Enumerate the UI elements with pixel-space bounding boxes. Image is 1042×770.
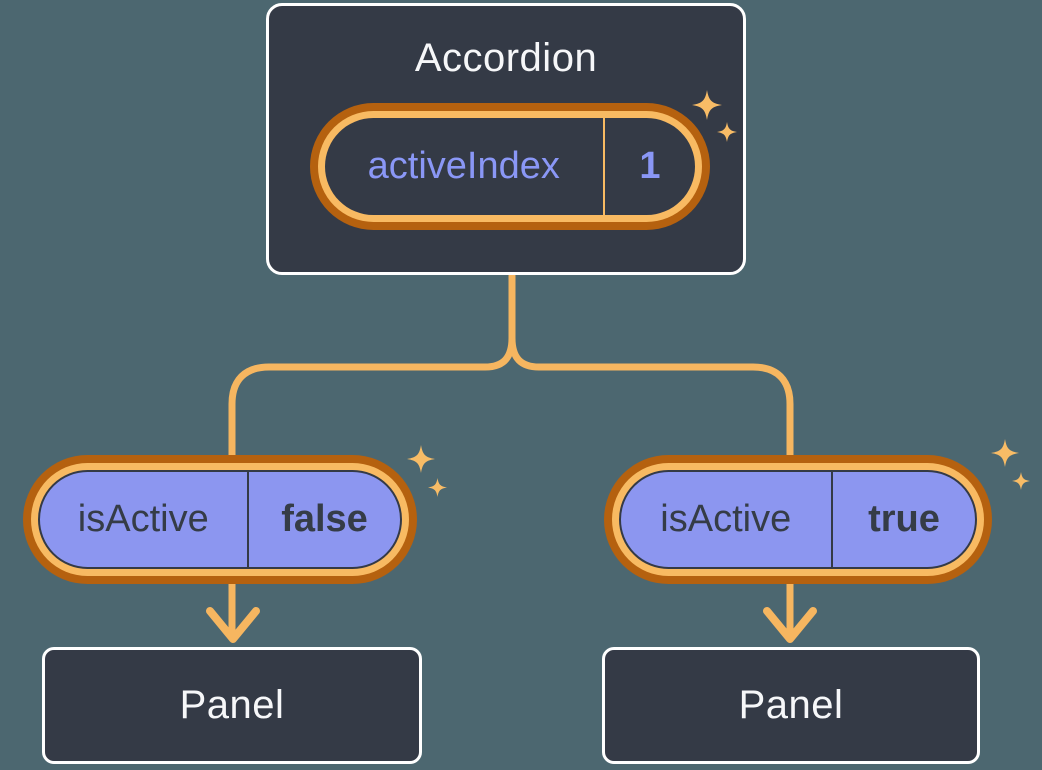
arrow-down-icon (763, 607, 817, 643)
sparkle-icon (428, 478, 447, 497)
connector-right-branch (508, 272, 794, 636)
prop-pill-isactive-false: isActive false (23, 455, 417, 584)
state-pill-activeindex: activeIndex 1 (310, 103, 710, 230)
pill-body: isActive true (619, 470, 977, 569)
prop-pill-isactive-true: isActive true (604, 455, 992, 584)
accordion-component-box: Accordion activeIndex 1 (266, 3, 746, 275)
state-value: 1 (639, 145, 661, 187)
sparkle-icon (717, 122, 737, 142)
pill-ring: activeIndex 1 (318, 111, 702, 222)
sparkle-icon (991, 439, 1019, 467)
sparkle-icon (407, 445, 435, 473)
pill-divider (602, 118, 605, 215)
state-label: activeIndex (367, 145, 560, 187)
pill-divider (246, 472, 249, 567)
component-title: Accordion (414, 36, 598, 80)
panel-component-box: Panel (42, 647, 422, 764)
panel-component-box: Panel (602, 647, 980, 764)
pill-divider (830, 472, 833, 567)
prop-label: isActive (77, 498, 209, 540)
arrow-down-icon (206, 607, 260, 643)
pill-body: isActive false (38, 470, 402, 569)
prop-label: isActive (660, 498, 792, 540)
pill-ring: isActive true (612, 463, 984, 576)
sparkle-icon (1012, 472, 1030, 490)
pill-ring: isActive false (31, 463, 409, 576)
pill-body: activeIndex 1 (325, 118, 695, 215)
sparkle-icon (692, 90, 722, 120)
prop-value: true (868, 498, 940, 540)
component-title: Panel (179, 683, 285, 727)
prop-value: false (281, 498, 368, 540)
component-title: Panel (738, 683, 844, 727)
